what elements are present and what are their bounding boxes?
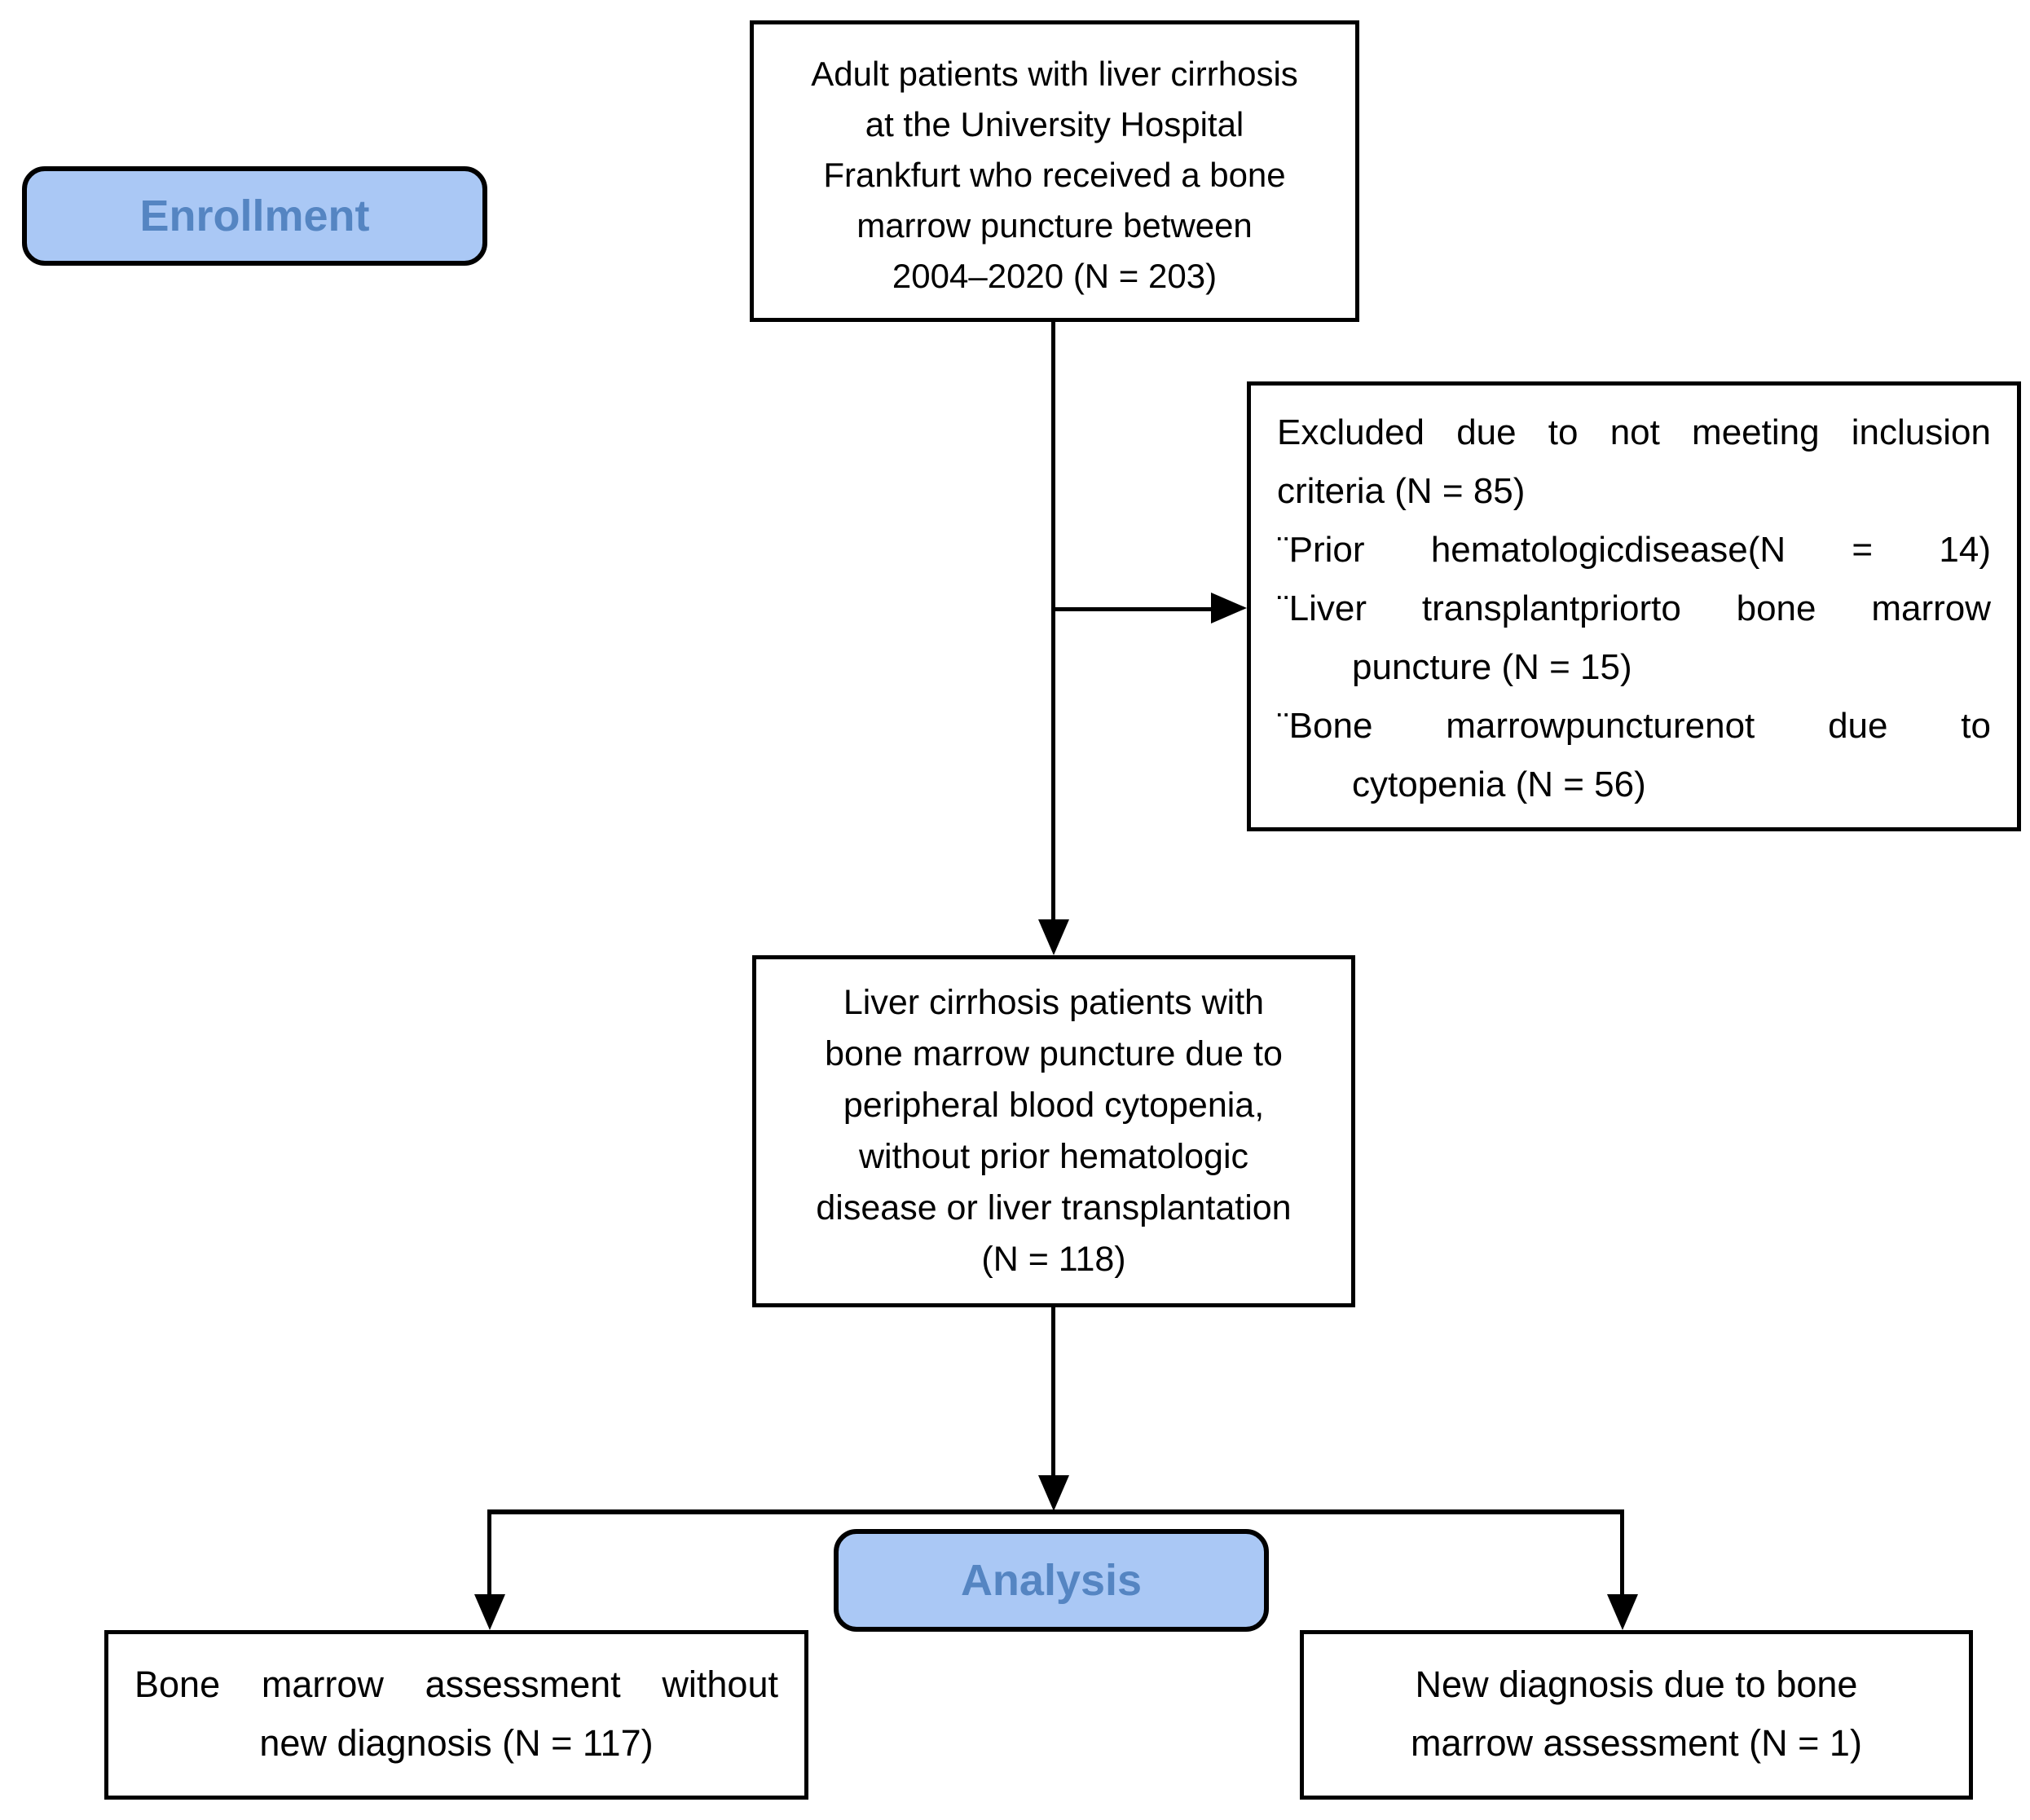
box-text-line: Excluded due to not meeting inclusion xyxy=(1277,412,1991,452)
bullet-continuation-line: puncture (N = 15) xyxy=(1352,647,1632,687)
box-text-line: Bone marrow assessment without xyxy=(134,1664,778,1705)
arrowhead-into-excluded-icon xyxy=(1211,593,1247,624)
box-text-line: peripheral blood cytopenia, xyxy=(843,1086,1265,1125)
new-diagnosis-box: New diagnosis due to bone marrow assessm… xyxy=(1300,1630,1973,1800)
box-text-line: marrow assessment (N = 1) xyxy=(1411,1722,1862,1764)
box-text-line: bone marrow puncture due to xyxy=(825,1034,1283,1073)
box-text-line: Frankfurt who received a bone xyxy=(823,156,1286,194)
box-text-line: Liver cirrhosis patients with xyxy=(843,983,1265,1022)
bullet-line: ¨Bone marrowpuncturenot due to xyxy=(1277,706,1991,746)
enrollment-stage-pill: Enrollment xyxy=(22,166,487,266)
enrollment-stage-label: Enrollment xyxy=(139,192,370,240)
arrowhead-into-new-diagnosis-icon xyxy=(1607,1594,1638,1630)
box-text-line: (N = 118) xyxy=(981,1240,1126,1279)
connector-branch-left xyxy=(487,1509,491,1597)
bullet-continuation-line: cytopenia (N = 56) xyxy=(1352,765,1646,804)
no-new-diagnosis-box: Bone marrow assessment without new diagn… xyxy=(104,1630,808,1800)
connector-analysis-branch-bar xyxy=(487,1509,1624,1514)
box-text-line: New diagnosis due to bone xyxy=(1415,1664,1858,1705)
analysis-stage-label: Analysis xyxy=(960,1556,1143,1605)
box-text-line: criteria (N = 85) xyxy=(1277,471,1526,511)
excluded-box: Excluded due to not meeting inclusion cr… xyxy=(1247,381,2021,831)
source-population-box: Adult patients with liver cirrhosis at t… xyxy=(750,20,1359,322)
cohort-box: Liver cirrhosis patients with bone marro… xyxy=(752,955,1355,1307)
bullet-line: ¨Liver transplantpriorto bone marrow xyxy=(1277,588,1991,628)
box-text-line: at the University Hospital xyxy=(865,105,1244,143)
box-text-line: new diagnosis (N = 117) xyxy=(259,1722,654,1764)
connector-branch-to-excluded xyxy=(1053,607,1214,611)
box-text-line: disease or liver transplantation xyxy=(816,1188,1292,1227)
analysis-stage-pill: Analysis xyxy=(834,1529,1269,1632)
connector-top-to-cohort xyxy=(1051,320,1055,921)
connector-branch-right xyxy=(1620,1509,1624,1597)
box-text-line: 2004–2020 (N = 203) xyxy=(892,257,1218,295)
arrowhead-into-no-new-diagnosis-icon xyxy=(474,1594,505,1630)
box-text-line: Adult patients with liver cirrhosis xyxy=(811,55,1298,93)
arrowhead-into-cohort-icon xyxy=(1038,919,1069,955)
bullet-line: ¨Prior hematologicdisease(N = 14) xyxy=(1277,530,1991,570)
box-text-line: without prior hematologic xyxy=(858,1137,1249,1176)
box-text-line: marrow puncture between xyxy=(856,206,1253,245)
connector-cohort-to-analysis xyxy=(1051,1307,1055,1477)
arrowhead-into-analysis-junction-icon xyxy=(1038,1475,1069,1511)
